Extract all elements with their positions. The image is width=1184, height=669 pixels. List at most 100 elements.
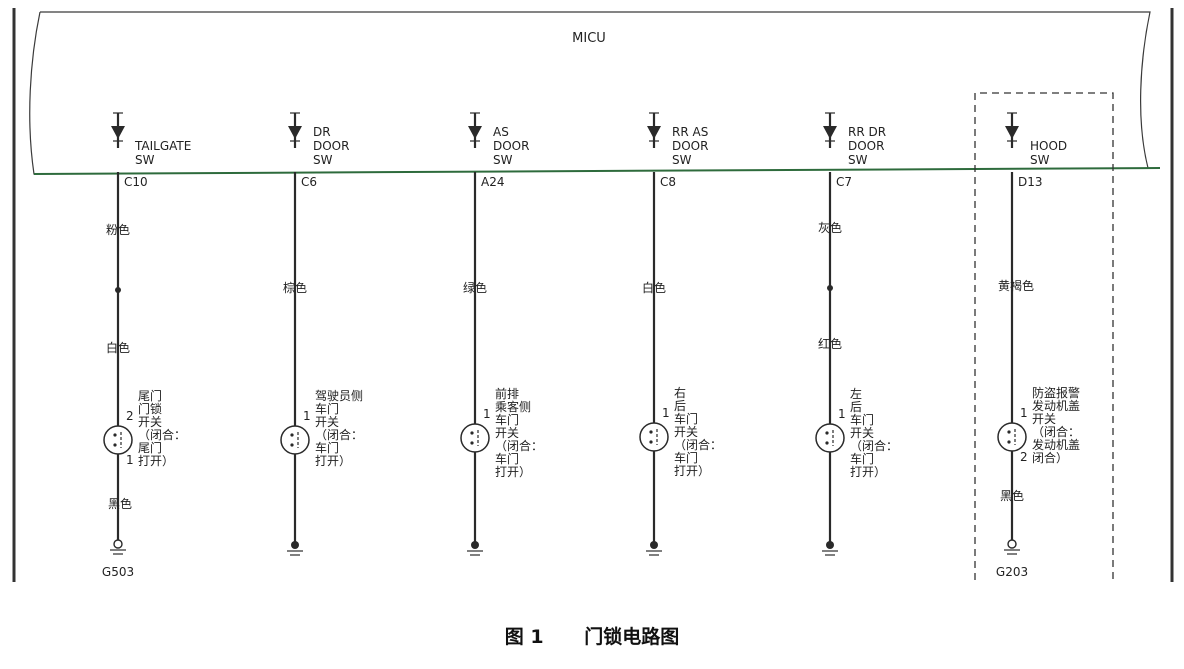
switch-description: 打开）	[138, 454, 174, 468]
switch-signal-label: SW	[493, 153, 513, 167]
wire-color-label: 白色	[642, 280, 666, 295]
switch-description: （闭合：	[315, 427, 363, 442]
switch-contact	[290, 433, 294, 437]
switch-description: 开关	[674, 425, 698, 439]
switch-description: 开关	[1032, 412, 1056, 426]
switch-contact	[113, 433, 117, 437]
switch-signal-label: HOOD	[1030, 139, 1067, 153]
switch-icon	[639, 422, 669, 452]
switch-description: 防盗报警	[1032, 385, 1080, 400]
ground-terminal	[113, 539, 123, 549]
switch-description: 车门	[674, 450, 698, 465]
pin-number: 1	[303, 409, 311, 423]
switch-description: 车门	[850, 412, 874, 427]
wire-color-label: 棕色	[283, 280, 307, 295]
connector-label: C6	[301, 175, 317, 189]
switch-contact	[470, 441, 474, 445]
connector-label: A24	[481, 175, 504, 189]
splice-dot	[115, 287, 121, 293]
connector-label: C7	[836, 175, 852, 189]
switch-signal-label: SW	[1030, 153, 1050, 167]
chassis-ground-dot	[650, 541, 658, 549]
switch-signal-label: DR	[313, 125, 331, 139]
switch-description: 打开）	[674, 464, 710, 478]
switch-signal-label: DOOR	[313, 139, 349, 153]
pin-number: 2	[126, 409, 134, 423]
switch-description: 后	[674, 399, 686, 413]
switch-signal-label: AS	[493, 125, 509, 139]
power-arrow-icon	[288, 126, 302, 139]
switch-contact	[649, 440, 653, 444]
switch-signal-label: DOOR	[672, 139, 708, 153]
wire-color-label: 粉色	[106, 223, 130, 237]
chassis-ground-dot	[826, 541, 834, 549]
switch-signal-label: TAILGATE	[134, 139, 191, 153]
switch-description: 车门	[495, 412, 519, 427]
switch-description: （闭合：	[1032, 424, 1080, 439]
ground-label: G503	[102, 565, 134, 579]
pin-number: 1	[662, 406, 670, 420]
micu-outline	[29, 11, 1151, 175]
chassis-ground-dot	[291, 541, 299, 549]
switch-description: 打开）	[315, 454, 351, 468]
switch-description: 打开）	[495, 465, 531, 479]
figure-caption: 图 1 门锁电路图	[0, 622, 1184, 649]
wire-color-label: 白色	[106, 340, 130, 355]
switch-description: 门锁	[138, 401, 162, 416]
switch-description: 车门	[315, 440, 339, 455]
pin-number: 2	[1020, 450, 1028, 464]
splice-dot	[827, 285, 833, 291]
switch-signal-label: SW	[135, 153, 155, 167]
micu-label: MICU	[572, 31, 606, 46]
switch-icon	[103, 425, 133, 455]
power-arrow-icon	[647, 126, 661, 139]
switch-signal-label: DOOR	[493, 139, 529, 153]
switch-description: （闭合：	[674, 437, 722, 452]
switch-signal-label: SW	[313, 153, 333, 167]
switch-signal-label: SW	[848, 153, 868, 167]
pin-number: 1	[1020, 406, 1028, 420]
switch-description: 乘客侧	[495, 399, 531, 414]
switch-signal-label: RR AS	[672, 125, 708, 139]
switch-contact	[1007, 440, 1011, 444]
switch-icon	[460, 423, 490, 453]
wire-color-label: 红色	[818, 336, 842, 351]
switch-signal-label: SW	[672, 153, 692, 167]
connector-label: C8	[660, 175, 676, 189]
switch-description: 尾门	[138, 388, 162, 403]
wire-color-label: 黄褐色	[998, 278, 1034, 293]
switch-description: 车门	[495, 451, 519, 466]
switch-icon	[997, 422, 1027, 452]
ground-terminal	[1007, 539, 1017, 549]
switch-contact	[470, 431, 474, 435]
wire-color-label: 黑色	[1000, 489, 1024, 503]
switch-signal-label: RR DR	[848, 125, 886, 139]
switch-description: 打开）	[850, 465, 886, 479]
switch-description: 车门	[850, 451, 874, 466]
hood-dashed-box	[974, 92, 1114, 580]
switch-description: （闭合：	[138, 427, 186, 442]
connector-label: D13	[1018, 175, 1043, 189]
wire-color-label: 灰色	[818, 221, 842, 235]
switch-description: 左	[850, 386, 862, 401]
switch-contact	[290, 443, 294, 447]
switch-description: 尾门	[138, 440, 162, 455]
switch-description: 发动机盖	[1032, 398, 1080, 413]
ground-label: G203	[996, 565, 1028, 579]
switch-contact	[649, 430, 653, 434]
wire-color-label: 黑色	[108, 497, 132, 511]
switch-description: 前排	[495, 386, 519, 401]
switch-description: 后	[850, 400, 862, 414]
switch-contact	[825, 431, 829, 435]
switch-description: 开关	[138, 415, 162, 429]
switch-contact	[113, 443, 117, 447]
power-arrow-icon	[823, 126, 837, 139]
figure-title: 门锁电路图	[584, 626, 680, 648]
pin-number: 1	[838, 407, 846, 421]
connector-label: C10	[124, 175, 148, 189]
switch-contact	[1007, 430, 1011, 434]
switch-description: 驾驶员侧	[315, 388, 363, 403]
switch-description: 车门	[315, 401, 339, 416]
switch-icon	[815, 423, 845, 453]
